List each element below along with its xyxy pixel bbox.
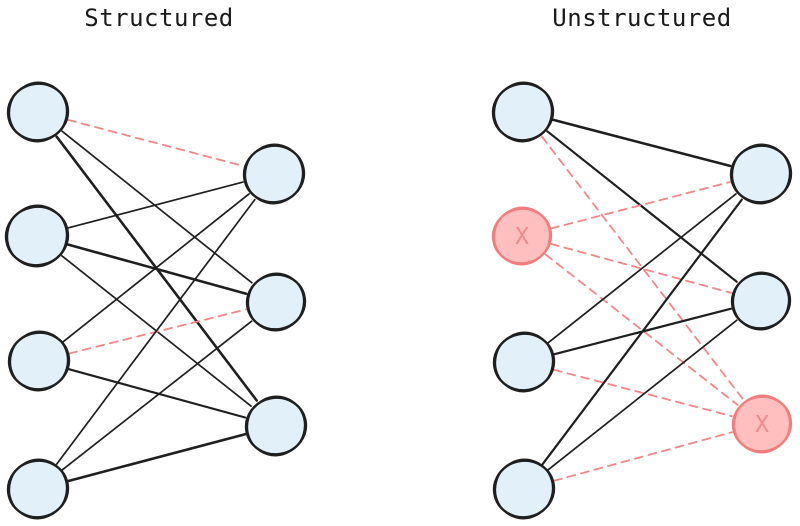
node-fill <box>494 333 554 391</box>
connection-line <box>547 319 738 471</box>
neuron-node <box>6 81 70 143</box>
node-fill <box>732 273 790 329</box>
node-outline-sketch-1 <box>492 459 556 519</box>
pruned-neuron-node: X <box>731 394 793 454</box>
pruned-x-marker: X <box>755 412 769 438</box>
diagram-title-unstructured: Unstructured <box>552 4 732 32</box>
node-fill <box>493 208 551 264</box>
node-outline-sketch-2 <box>6 204 68 268</box>
neuron-node <box>242 143 306 205</box>
connection-line <box>61 320 253 471</box>
node-outline-sketch-1 <box>242 144 306 204</box>
connection-line <box>551 118 732 168</box>
node-fill <box>731 145 791 203</box>
node-fill <box>494 460 554 518</box>
node-outline-sketch-2 <box>494 458 554 520</box>
connection-line <box>67 368 247 419</box>
node-outline-sketch-1 <box>730 272 792 330</box>
pruned-connection-line <box>67 119 245 167</box>
node-outline-sketch-1 <box>491 82 555 142</box>
neuron-node <box>492 458 556 520</box>
pruned-connection-line <box>553 431 733 482</box>
neuron-node <box>4 204 70 268</box>
connection-line <box>62 193 250 343</box>
node-fill <box>244 145 304 203</box>
connection-line <box>61 130 253 284</box>
node-fill <box>733 396 791 452</box>
diagram-title-structured: Structured <box>84 4 234 32</box>
node-layer <box>4 81 308 520</box>
node-fill <box>8 83 68 141</box>
connection-line <box>67 181 244 229</box>
node-outline-sketch-1 <box>492 332 556 392</box>
node-fill <box>6 206 68 266</box>
node-layer: XX <box>491 81 793 520</box>
node-outline-sketch-1 <box>4 205 70 267</box>
connection-line <box>541 198 743 466</box>
node-fill <box>9 332 69 390</box>
node-outline-sketch-2 <box>494 331 554 393</box>
pruned-connection-line <box>541 135 744 401</box>
neuron-node <box>7 330 71 392</box>
node-fill <box>247 274 305 330</box>
node-outline-sketch-1 <box>7 331 71 391</box>
connection-line <box>66 243 248 296</box>
node-outline-sketch-1 <box>729 144 793 204</box>
connection-line <box>55 198 256 466</box>
pruned-connection-line <box>550 181 731 230</box>
pruned-connection-line <box>68 308 247 355</box>
node-outline-sketch-2 <box>246 395 306 457</box>
neuron-node <box>492 331 556 393</box>
node-outline-sketch-1 <box>245 273 307 331</box>
node-outline-sketch-1 <box>6 82 70 142</box>
pruned-connection-line <box>550 242 732 294</box>
node-outline-sketch-2 <box>244 143 304 205</box>
neuron-node <box>244 395 308 457</box>
node-outline-sketch-2 <box>493 206 551 266</box>
node-outline-sketch-1 <box>6 459 70 519</box>
neuron-node <box>6 458 70 520</box>
pruned-neuron-node: X <box>491 206 553 266</box>
node-outline-sketch-2 <box>732 271 790 331</box>
node-outline-sketch-2 <box>8 458 68 520</box>
node-outline-sketch-2 <box>8 81 68 143</box>
pruned-connection-line <box>544 253 739 406</box>
pruned-x-marker: X <box>515 224 529 250</box>
node-outline-sketch-1 <box>731 395 793 453</box>
node-outline-sketch-1 <box>491 207 553 265</box>
connection-line <box>66 432 247 483</box>
node-outline-sketch-2 <box>247 272 305 332</box>
node-outline-sketch-2 <box>733 394 791 454</box>
node-outline-sketch-2 <box>731 143 791 205</box>
neuron-node <box>491 81 555 143</box>
edge-layer <box>541 118 744 482</box>
node-fill <box>493 83 553 141</box>
connection-line <box>546 130 738 283</box>
node-outline-sketch-1 <box>244 396 308 456</box>
node-outline-sketch-2 <box>9 330 69 392</box>
pruned-connection-line <box>553 368 733 418</box>
edge-layer <box>55 119 259 483</box>
neuron-node <box>730 271 792 331</box>
neuron-node <box>245 272 307 332</box>
node-outline-sketch-2 <box>493 81 553 143</box>
neuron-node <box>729 143 793 205</box>
connection-line <box>547 193 737 344</box>
node-fill <box>8 460 68 518</box>
node-fill <box>246 397 306 455</box>
